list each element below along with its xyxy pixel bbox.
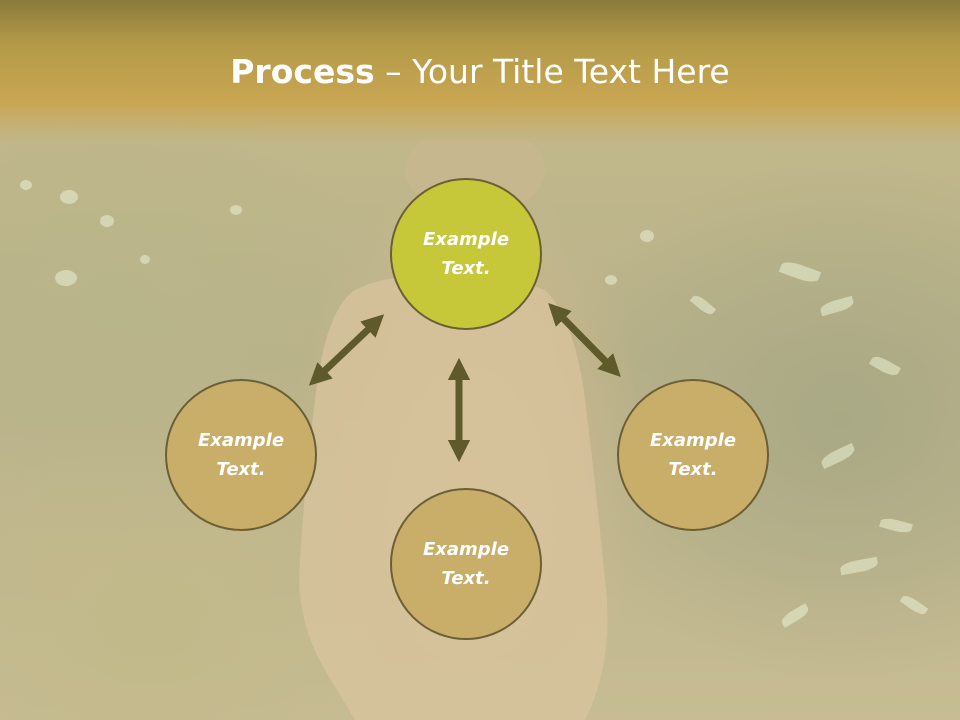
arrow-center-right (548, 303, 621, 377)
title-bar (0, 0, 960, 145)
title-bold: Process (230, 52, 375, 91)
node-left-line1: Example (197, 430, 285, 451)
slide-title: Process – Your Title Text Here (0, 52, 960, 91)
arrow-center-left (308, 314, 385, 386)
node-bottom-line1: Example (422, 539, 510, 560)
node-center-line1: Example (422, 229, 510, 250)
process-node-left: Example Text. (165, 379, 317, 531)
node-right-line1: Example (649, 430, 737, 451)
process-node-right: Example Text. (617, 379, 769, 531)
node-center-line2: Text. (441, 258, 491, 279)
node-right-line2: Text. (668, 459, 718, 480)
node-bottom-line2: Text. (441, 568, 491, 589)
process-node-bottom: Example Text. (390, 488, 542, 640)
process-node-center: Example Text. (390, 178, 542, 330)
node-left-line2: Text. (216, 459, 266, 480)
title-rest: – Your Title Text Here (374, 52, 730, 91)
